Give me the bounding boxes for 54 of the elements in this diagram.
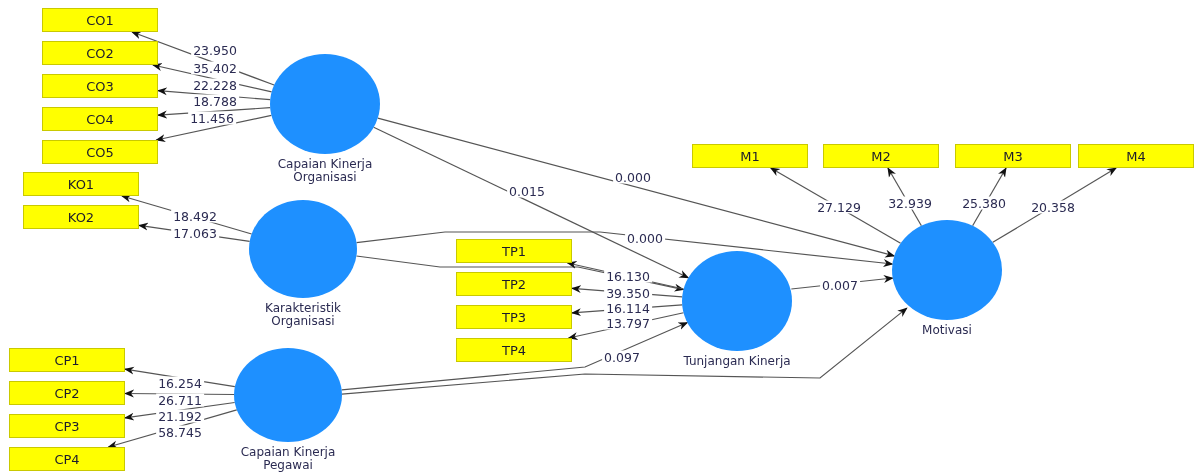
arrow xyxy=(373,126,690,279)
edge-label: 21.192 xyxy=(156,409,204,423)
indicator-box: CP2 xyxy=(9,381,125,405)
indicator-box: M3 xyxy=(955,144,1071,168)
arrow xyxy=(355,231,894,267)
indicator-box: CP3 xyxy=(9,414,125,438)
construct-label: Karakteristik Organisasi xyxy=(264,302,342,328)
edge-label: 58.745 xyxy=(156,425,204,439)
indicator-box: CO1 xyxy=(42,8,158,32)
edge-label: 32.939 xyxy=(886,196,934,210)
edge-label: 13.797 xyxy=(604,316,652,330)
edge-label: 0.097 xyxy=(602,350,642,364)
arrow xyxy=(155,114,273,143)
construct-label: Capaian Kinerja Organisasi xyxy=(276,158,374,184)
indicator-box: CO3 xyxy=(42,74,158,98)
edge-label: 20.358 xyxy=(1029,200,1077,214)
edge-label: 17.063 xyxy=(171,226,219,240)
edge-label: 39.350 xyxy=(604,286,652,300)
arrow xyxy=(341,307,908,395)
indicator-box: M1 xyxy=(692,144,808,168)
edge-label: 16.114 xyxy=(604,301,652,315)
edge-label: 0.007 xyxy=(820,278,860,292)
indicator-box: KO2 xyxy=(23,205,139,229)
edge-label: 26.711 xyxy=(156,393,204,407)
edge-label: 27.129 xyxy=(815,200,863,214)
arrow xyxy=(341,321,689,391)
indicator-box: CP4 xyxy=(9,447,125,471)
indicator-box: CO4 xyxy=(42,107,158,131)
indicator-box: M4 xyxy=(1078,144,1194,168)
indicator-box: CO2 xyxy=(42,41,158,65)
edge-label: 0.000 xyxy=(613,170,653,184)
arrow xyxy=(377,117,896,258)
edge-label: 0.015 xyxy=(507,184,547,198)
indicator-box: TP2 xyxy=(456,272,572,296)
indicator-box: TP3 xyxy=(456,305,572,329)
edge-label: 11.456 xyxy=(188,111,236,125)
edge-label: 18.492 xyxy=(171,209,219,223)
edge-label: 22.228 xyxy=(191,78,239,92)
indicator-box: TP4 xyxy=(456,338,572,362)
edge-label: 16.254 xyxy=(156,376,204,390)
edge-label: 16.130 xyxy=(604,269,652,283)
edge-label: 23.950 xyxy=(191,43,239,57)
indicator-box: CP1 xyxy=(9,348,125,372)
edge-label: 25.380 xyxy=(960,196,1008,210)
indicator-box: TP1 xyxy=(456,239,572,263)
edge-label: 18.788 xyxy=(191,94,239,108)
edge-label: 0.000 xyxy=(625,231,665,245)
construct-label: Motivasi xyxy=(922,324,972,337)
indicator-box: CO5 xyxy=(42,140,158,164)
construct-label: Tunjangan Kinerja xyxy=(683,355,791,368)
indicator-box: M2 xyxy=(823,144,939,168)
indicator-box: KO1 xyxy=(23,172,139,196)
edge-label: 35.402 xyxy=(191,61,239,75)
construct-label: Capaian Kinerja Pegawai xyxy=(239,446,337,472)
